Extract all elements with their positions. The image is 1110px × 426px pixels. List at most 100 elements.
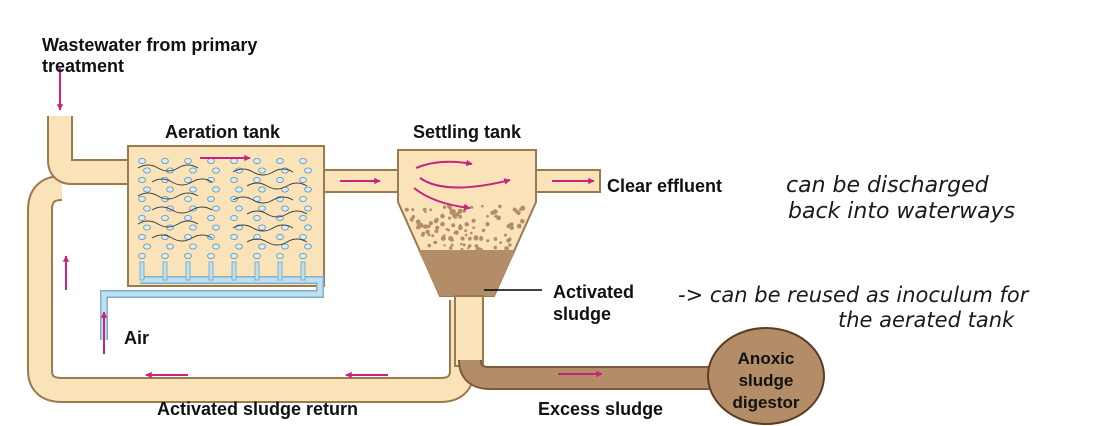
- wastewater-label-line2: treatment: [42, 56, 124, 76]
- sediment-dot: [427, 233, 431, 237]
- air-diffusers: [139, 261, 306, 281]
- air-bubble: [207, 195, 215, 203]
- sediment-dot: [481, 204, 484, 208]
- air-bubble: [138, 252, 146, 260]
- sediment-dot: [425, 229, 430, 234]
- air-label: Air: [124, 328, 149, 348]
- air-bubble: [143, 186, 151, 193]
- sediment-dot: [464, 222, 469, 227]
- air-bubble: [299, 176, 307, 184]
- air-bubble: [276, 176, 284, 184]
- air-bubble: [276, 233, 284, 241]
- air-bubble: [207, 157, 215, 165]
- sediment-dot: [470, 205, 474, 209]
- aeration-tank: [127, 145, 325, 287]
- air-bubble: [138, 157, 146, 165]
- sediment-dot: [411, 215, 415, 219]
- air-bubble: [304, 205, 312, 212]
- air-bubble: [184, 157, 192, 165]
- air-bubble: [276, 157, 284, 165]
- sediment-dot: [421, 231, 426, 236]
- sediment-dots: [404, 204, 526, 253]
- diffuser: [231, 261, 237, 281]
- air-bubble: [253, 252, 261, 260]
- floc-swirl: [151, 206, 213, 214]
- activated-sludge-label-line1: Activated: [553, 282, 634, 302]
- air-bubble: [253, 157, 261, 165]
- air-bubble: [189, 224, 197, 231]
- sediment-dot: [426, 224, 431, 229]
- air-bubble: [299, 195, 307, 203]
- sediment-dot: [519, 208, 523, 211]
- air-bubble: [189, 186, 197, 193]
- air-bubble: [143, 243, 151, 250]
- sediment-dot: [434, 217, 439, 222]
- sediment-dot: [457, 208, 463, 214]
- sediment-dot: [467, 244, 472, 248]
- air-bubble: [230, 157, 238, 165]
- air-bubble: [184, 252, 192, 260]
- air-bubbles: [138, 157, 312, 260]
- air-bubble: [299, 252, 307, 260]
- air-bubble: [258, 224, 266, 231]
- sediment-dot: [448, 216, 452, 220]
- sediment-dot: [475, 246, 479, 250]
- air-bubble: [184, 214, 192, 222]
- air-bubble: [166, 186, 174, 193]
- settling-flow-arrow-3: [413, 187, 471, 211]
- diffuser: [254, 261, 260, 281]
- sediment-dot: [516, 210, 521, 216]
- sediment-dot: [464, 229, 467, 233]
- air-bubble: [184, 176, 192, 184]
- activated-sludge-label-line2: sludge: [553, 304, 611, 324]
- sediment-dot: [451, 223, 456, 228]
- floc-swirl: [151, 234, 213, 242]
- sediment-dot: [473, 235, 479, 241]
- sediment-dot: [422, 207, 427, 212]
- air-bubble: [235, 243, 243, 250]
- diffuser: [208, 261, 214, 281]
- sediment-dot: [462, 243, 466, 247]
- floc-swirl: [137, 192, 199, 200]
- sludge-note-line1: -> can be reused as inoculum for: [678, 283, 1030, 307]
- sediment-dot: [404, 207, 409, 212]
- sediment-dot: [479, 235, 483, 240]
- air-bubble: [230, 214, 238, 222]
- air-bubble: [189, 167, 197, 174]
- sediment-dot: [471, 218, 476, 223]
- clear-effluent-label: Clear effluent: [607, 176, 722, 196]
- sediment-dot: [509, 222, 514, 227]
- air-bubble: [212, 167, 220, 174]
- sediment-dot: [472, 226, 476, 230]
- air-bubble: [207, 252, 215, 260]
- effluent-note-line2: back into waterways: [788, 199, 1015, 224]
- sediment-dot: [499, 241, 502, 245]
- aeration-tank-label: Aeration tank: [165, 122, 281, 142]
- air-bubble: [143, 205, 151, 212]
- sediment-dot: [440, 221, 445, 227]
- sediment-dot: [452, 214, 455, 217]
- sediment-dot: [470, 231, 473, 235]
- air-bubble: [281, 243, 289, 250]
- sediment-dot: [486, 239, 490, 243]
- sediment-dot: [460, 236, 465, 241]
- floc-swirl: [232, 168, 294, 176]
- sediment-dot: [464, 233, 468, 237]
- sediment-dot: [445, 228, 448, 231]
- anoxic-digestor-label-line2: sludge: [739, 371, 794, 390]
- air-bubble: [304, 224, 312, 231]
- sediment-dot: [493, 245, 498, 250]
- sediment-dot: [480, 248, 483, 252]
- air-bubble: [253, 214, 261, 222]
- air-bubble: [184, 195, 192, 203]
- sediment-dot: [467, 236, 472, 241]
- sediment-dot: [410, 219, 414, 222]
- air-bubble: [258, 243, 266, 250]
- air-bubble: [235, 186, 243, 193]
- sediment-dot: [520, 219, 525, 224]
- sediment-dot: [449, 209, 455, 215]
- sediment-dot: [448, 246, 453, 250]
- air-bubble: [207, 214, 215, 222]
- sediment-dot: [508, 243, 512, 247]
- wastewater-label-line1: Wastewater from primary: [42, 35, 257, 55]
